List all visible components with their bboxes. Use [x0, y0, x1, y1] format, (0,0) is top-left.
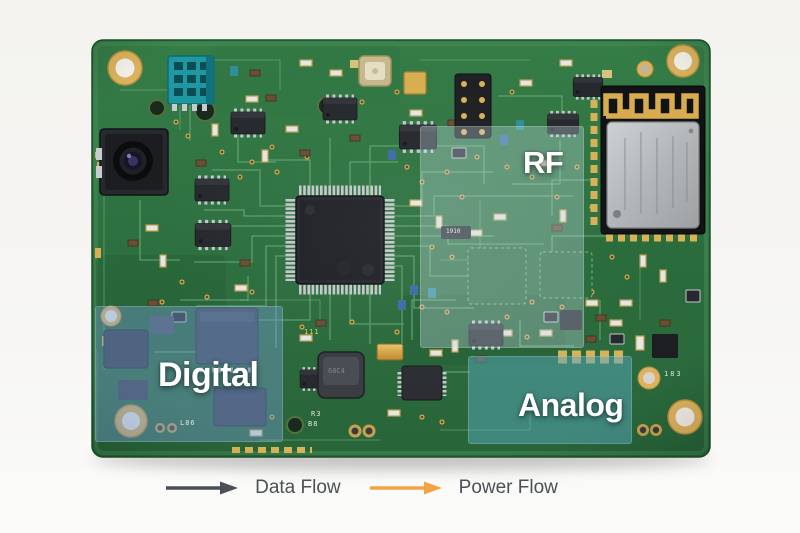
legend: Data Flow Power Flow [0, 477, 761, 499]
region-digital: Digital [95, 306, 283, 442]
inductor-marking: 68C4 [328, 367, 345, 375]
region-rf: RF [420, 126, 584, 348]
power-flow-arrow-icon [369, 481, 442, 495]
data-flow-label: Data Flow [255, 477, 341, 498]
silkscreen-b8: B8 [308, 420, 319, 428]
silkscreen-1910: 1910 [446, 228, 461, 235]
legend-item-power-flow: Power Flow [368, 477, 558, 499]
legend-item-data-flow: Data Flow [164, 477, 341, 499]
silkscreen-183: 183 [664, 370, 683, 378]
region-rf-label: RF [523, 145, 564, 180]
silkscreen-l86: L86 [180, 419, 196, 427]
region-analog: Analog [468, 356, 632, 444]
region-digital-label: Digital [158, 356, 259, 394]
power-flow-label: Power Flow [458, 477, 558, 498]
silkscreen-111: 111 [304, 328, 320, 336]
photo-vignette [92, 40, 710, 457]
silkscreen-r3: R3 [311, 410, 322, 418]
data-flow-arrow-icon [166, 481, 239, 495]
region-analog-label: Analog [518, 387, 624, 423]
